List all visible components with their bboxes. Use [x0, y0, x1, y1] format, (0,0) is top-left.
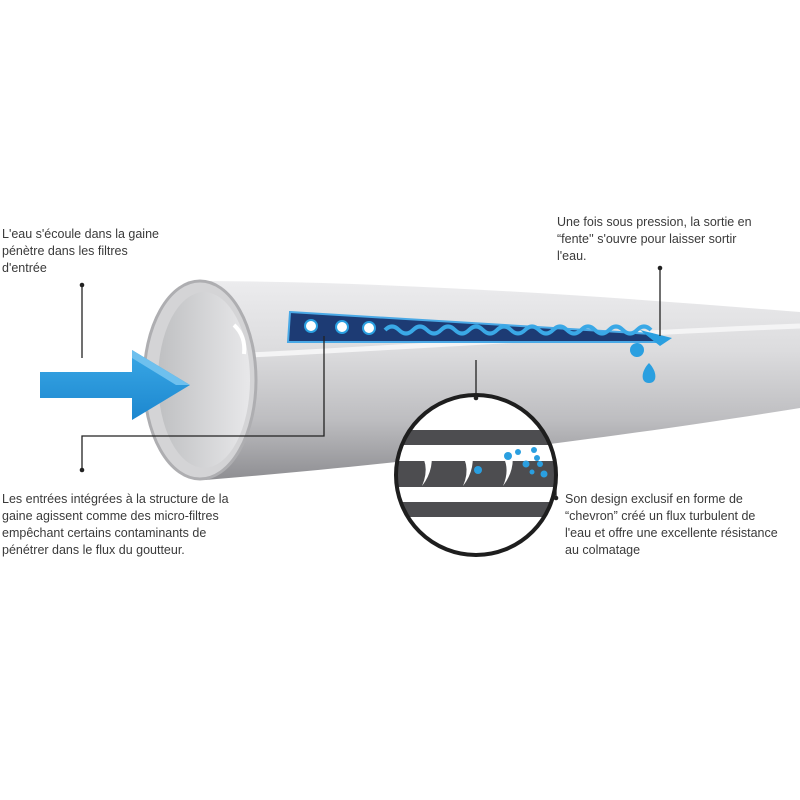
callout-line: au colmatage: [565, 543, 641, 557]
inlet-hole: [304, 319, 318, 333]
callout-line: Les entrées intégrées à la structure de …: [2, 492, 229, 506]
inlet-hole: [335, 320, 349, 334]
callout-line: empêchant certains contaminants de: [2, 526, 207, 540]
water-droplet: [642, 363, 656, 383]
callout-inlet: L'eau s'écoule dans la gaine pénètre dan…: [2, 226, 192, 277]
magnified-chevron-view: [396, 430, 556, 517]
pipe-opening-interior: [158, 292, 250, 468]
callout-line: “chevron” créé un flux turbulent de: [565, 509, 756, 523]
inlet-hole: [362, 321, 376, 335]
callout-line: Son design exclusif en forme de: [565, 492, 743, 506]
callout-line: pénétrer dans le flux du goutteur.: [2, 543, 185, 557]
callout-chevron: Son design exclusif en forme de “chevron…: [565, 491, 800, 559]
callout-line: l'eau.: [557, 249, 587, 263]
dripper-strip-tip: [640, 330, 672, 346]
callout-line: gaine agissent comme des micro-filtres: [2, 509, 219, 523]
water-droplet: [630, 343, 644, 357]
callout-line: pénètre dans les filtres: [2, 244, 128, 258]
leader-line-filters: [81, 336, 325, 470]
callout-line: “fente'' s'ouvre pour laisser sortir: [557, 232, 737, 246]
callout-line: L'eau s'écoule dans la gaine: [2, 227, 159, 241]
callout-outlet: Une fois sous pression, la sortie en “fe…: [557, 214, 797, 265]
callout-line: d'entrée: [2, 261, 47, 275]
pipe-inner-lip: [232, 323, 247, 355]
callout-line: l'eau et offre une excellente résistance: [565, 526, 778, 540]
callout-filters: Les entrées intégrées à la structure de …: [2, 491, 262, 559]
callout-line: Une fois sous pression, la sortie en: [557, 215, 752, 229]
chevron-channel-wave: [383, 324, 653, 336]
